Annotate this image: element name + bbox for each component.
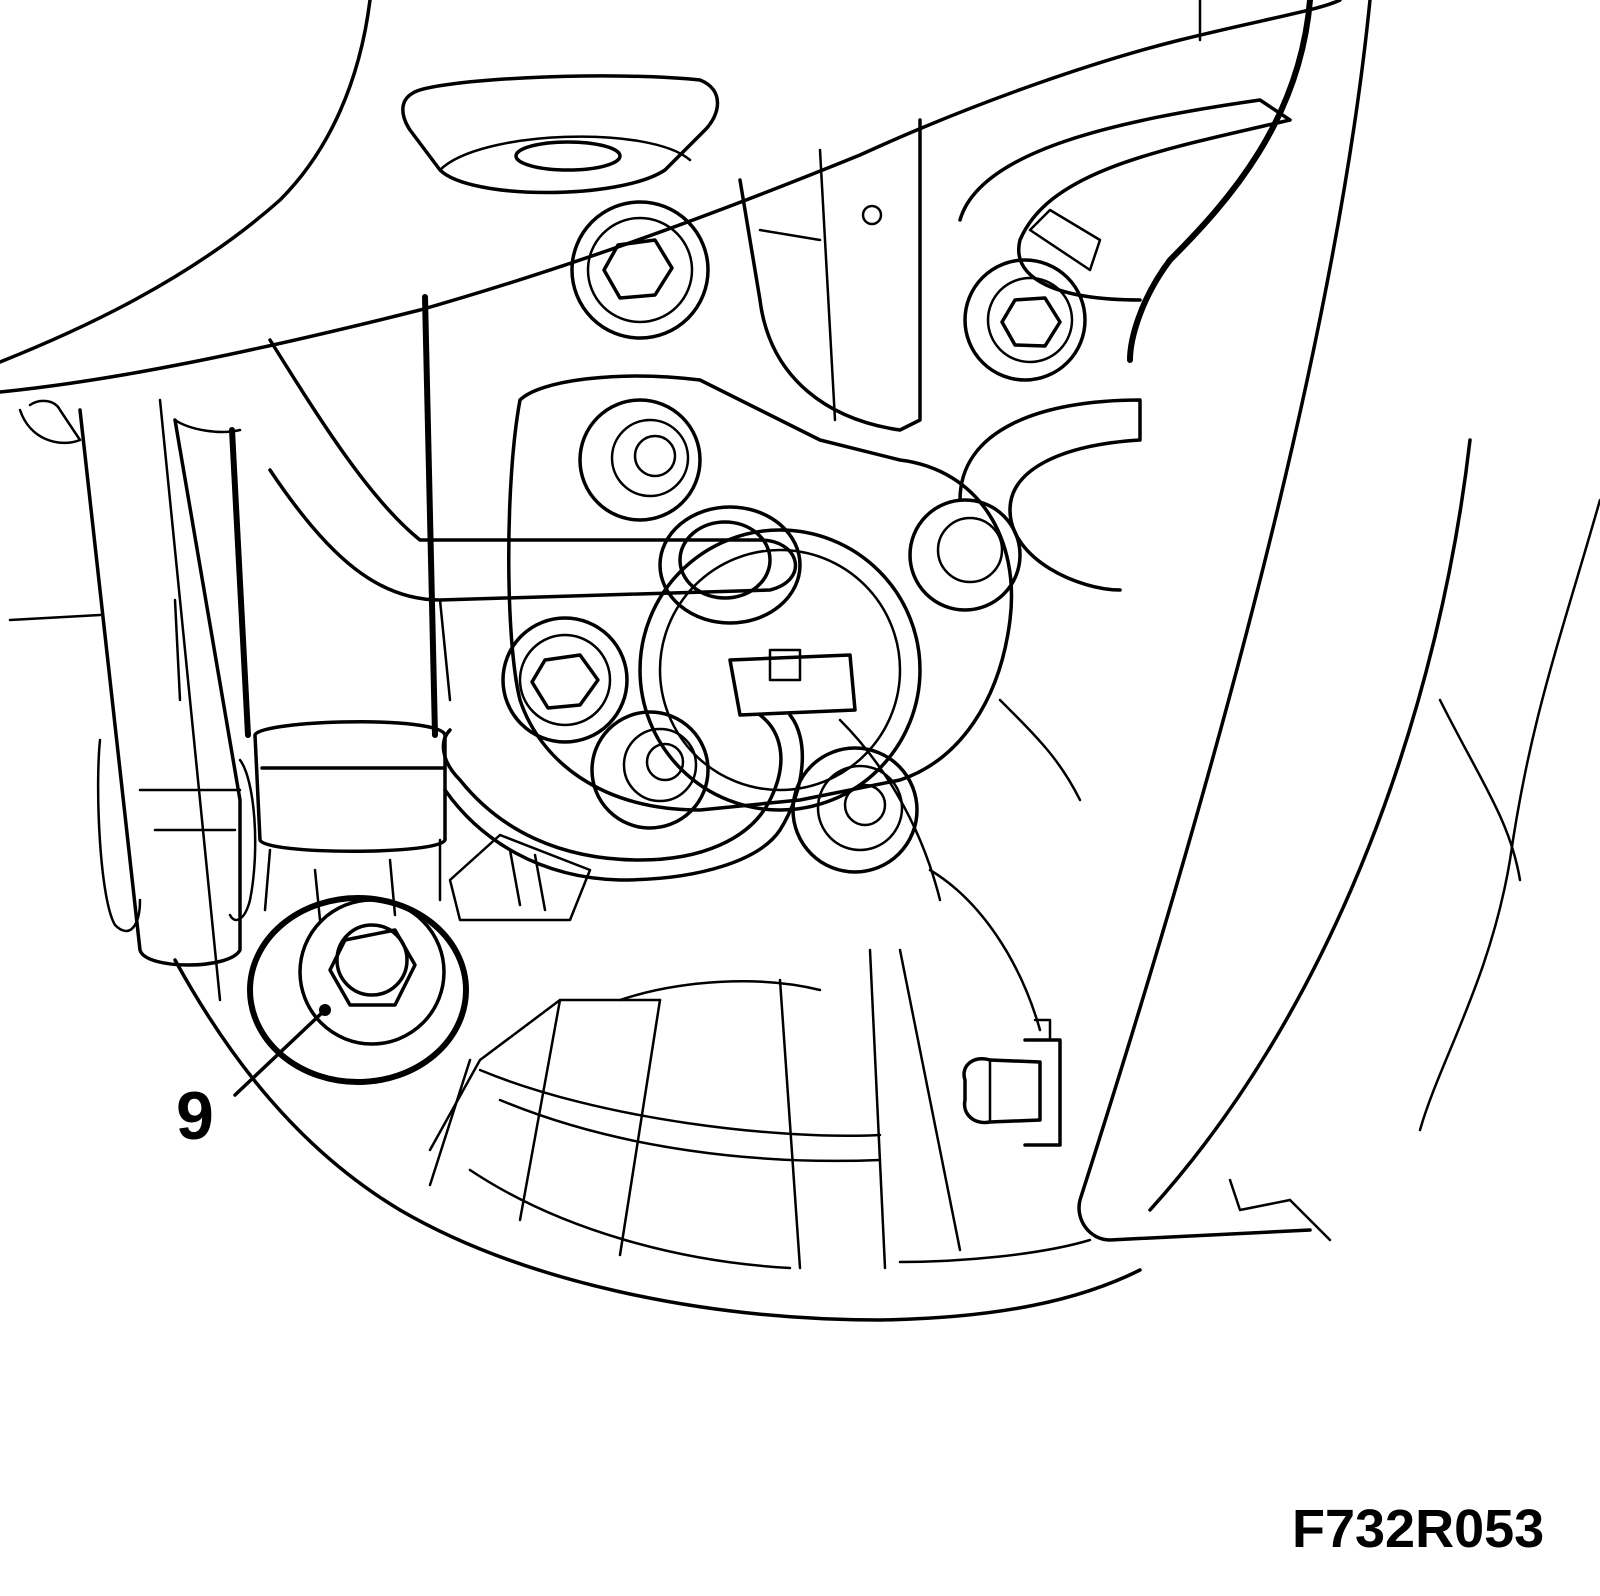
hub-bolt	[791, 746, 919, 874]
hub-bolts	[501, 200, 1087, 874]
control-arm	[8, 398, 257, 1002]
misc-lines	[438, 598, 1082, 1032]
hub-bolt	[578, 398, 702, 522]
abs-sensor	[441, 648, 857, 922]
hub-bolt	[963, 258, 1087, 382]
callout-number: 9	[176, 1078, 214, 1154]
backing-plate	[173, 948, 1142, 1322]
callout-leader	[233, 1004, 331, 1097]
hub-bolt	[570, 200, 710, 340]
wheel-hub	[507, 374, 1014, 812]
hub-bolt	[501, 616, 629, 744]
strut-bracket	[738, 118, 922, 432]
body-panel	[0, 0, 1342, 394]
brake-pipe	[268, 338, 802, 625]
bleed-nipple	[962, 1018, 1062, 1147]
shock-absorber	[229, 294, 447, 912]
hub-bolt	[908, 498, 1022, 612]
right-hoses	[958, 98, 1292, 592]
figure-code: F732R053	[1292, 1499, 1545, 1559]
lower-shock-bolt	[247, 858, 469, 1085]
hub-bolt	[590, 710, 710, 830]
wheel-arch	[1077, 0, 1600, 1242]
top-mount	[401, 74, 720, 195]
